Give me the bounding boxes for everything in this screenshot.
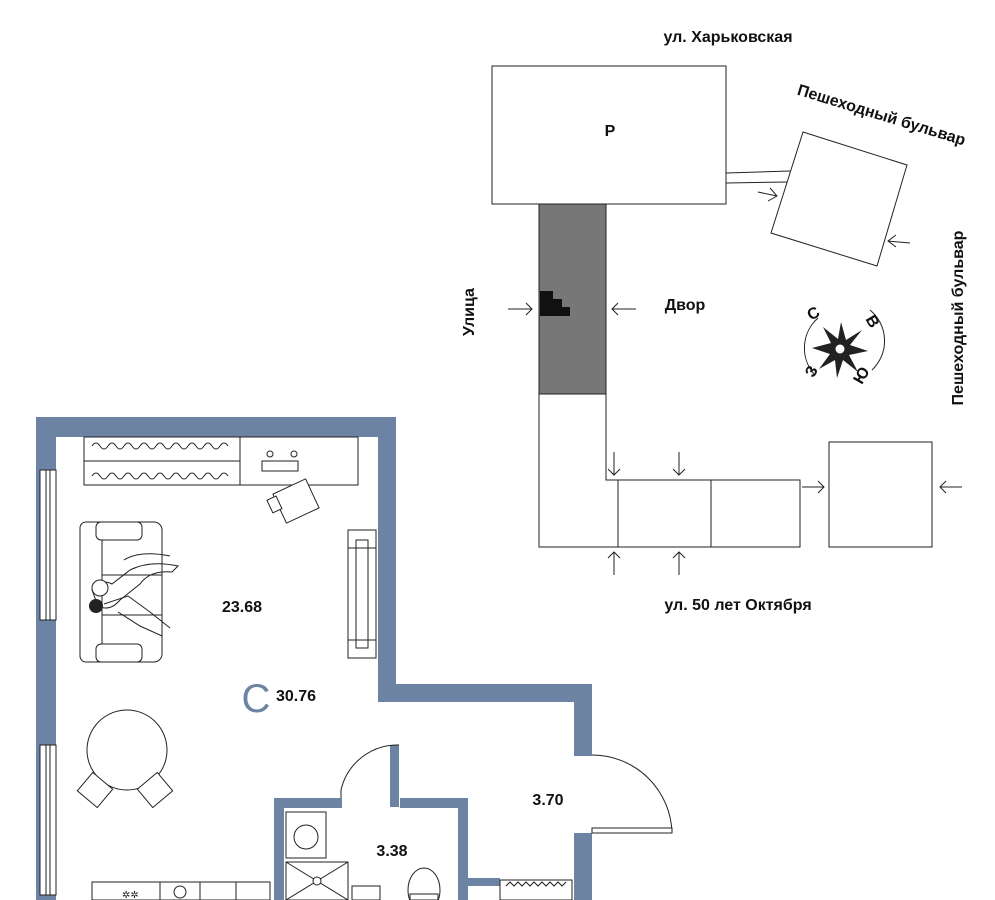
desk xyxy=(239,436,359,486)
detached-building xyxy=(828,441,933,548)
wall xyxy=(400,798,468,808)
boulevard-building xyxy=(770,131,908,267)
entrance-door xyxy=(591,754,673,834)
svg-text:✲✲: ✲✲ xyxy=(122,890,139,900)
parking-building xyxy=(491,65,727,205)
tv-unit xyxy=(347,529,377,659)
bathroom-door xyxy=(340,744,400,798)
compass-north: С xyxy=(804,304,823,325)
apartment-type-badge: С xyxy=(242,677,271,721)
toilet xyxy=(407,867,441,900)
apartment-plan: ✲✲ 23.68 С 30.76 3.70 3.38 xyxy=(36,417,673,900)
wall xyxy=(468,878,500,886)
people-on-sofa-icon xyxy=(89,553,180,637)
street-label-left: Улица xyxy=(461,288,478,336)
entrance-door-leaf xyxy=(591,827,673,834)
shower xyxy=(285,861,349,900)
apartment-location-marker xyxy=(540,291,570,316)
site-plan: ул. Харьковская Р Пешеходный бульвар Ули… xyxy=(461,29,968,614)
entry-arrow-icon xyxy=(607,452,621,476)
wall xyxy=(274,798,342,808)
entry-arrow-icon xyxy=(611,302,636,316)
room-area-hall: 3.70 xyxy=(532,792,563,809)
wall xyxy=(378,417,396,701)
street-label-boulevard-top: Пешеходный бульвар xyxy=(795,82,967,149)
wall xyxy=(574,833,592,900)
street-label-bottom: ул. 50 лет Октября xyxy=(664,597,811,614)
office-chair xyxy=(266,478,320,524)
entry-arrow-icon xyxy=(607,551,621,575)
entry-arrow-icon xyxy=(757,187,778,202)
compass-west: З xyxy=(802,363,822,380)
wall xyxy=(574,684,592,756)
sink xyxy=(351,885,381,900)
room-area-living: 23.68 xyxy=(222,599,262,616)
parking-label: Р xyxy=(605,123,616,140)
washing-machine xyxy=(285,811,327,859)
window xyxy=(39,469,57,621)
path-line xyxy=(725,181,788,184)
main-building-l-shape xyxy=(538,393,801,548)
compass-south: Ю xyxy=(851,364,874,387)
street-label-top: ул. Харьковская xyxy=(663,29,792,46)
wall xyxy=(274,798,284,900)
entry-arrow-icon xyxy=(887,234,911,248)
compass-east: В xyxy=(862,312,883,331)
entry-arrow-icon xyxy=(672,551,686,575)
radiator xyxy=(499,879,573,900)
wall xyxy=(390,745,399,807)
entry-arrow-icon xyxy=(939,480,962,494)
room-area-bath: 3.38 xyxy=(376,843,407,860)
yard-label: Двор xyxy=(665,297,706,314)
dining-table xyxy=(76,709,174,809)
entry-arrow-icon xyxy=(672,452,686,476)
wall xyxy=(36,417,396,437)
wall xyxy=(458,798,468,900)
kitchen-counter: ✲✲ xyxy=(91,881,271,900)
window xyxy=(39,744,57,896)
path-line xyxy=(725,170,791,174)
street-label-boulevard-right: Пешеходный бульвар xyxy=(950,230,967,405)
entry-arrow-icon xyxy=(802,480,825,494)
wall xyxy=(378,684,592,702)
apartment-total-area: 30.76 xyxy=(276,688,316,705)
compass-rose-icon: С В Ю З xyxy=(802,304,886,387)
entry-arrow-icon xyxy=(508,302,533,316)
radiator-cabinet xyxy=(83,436,241,486)
